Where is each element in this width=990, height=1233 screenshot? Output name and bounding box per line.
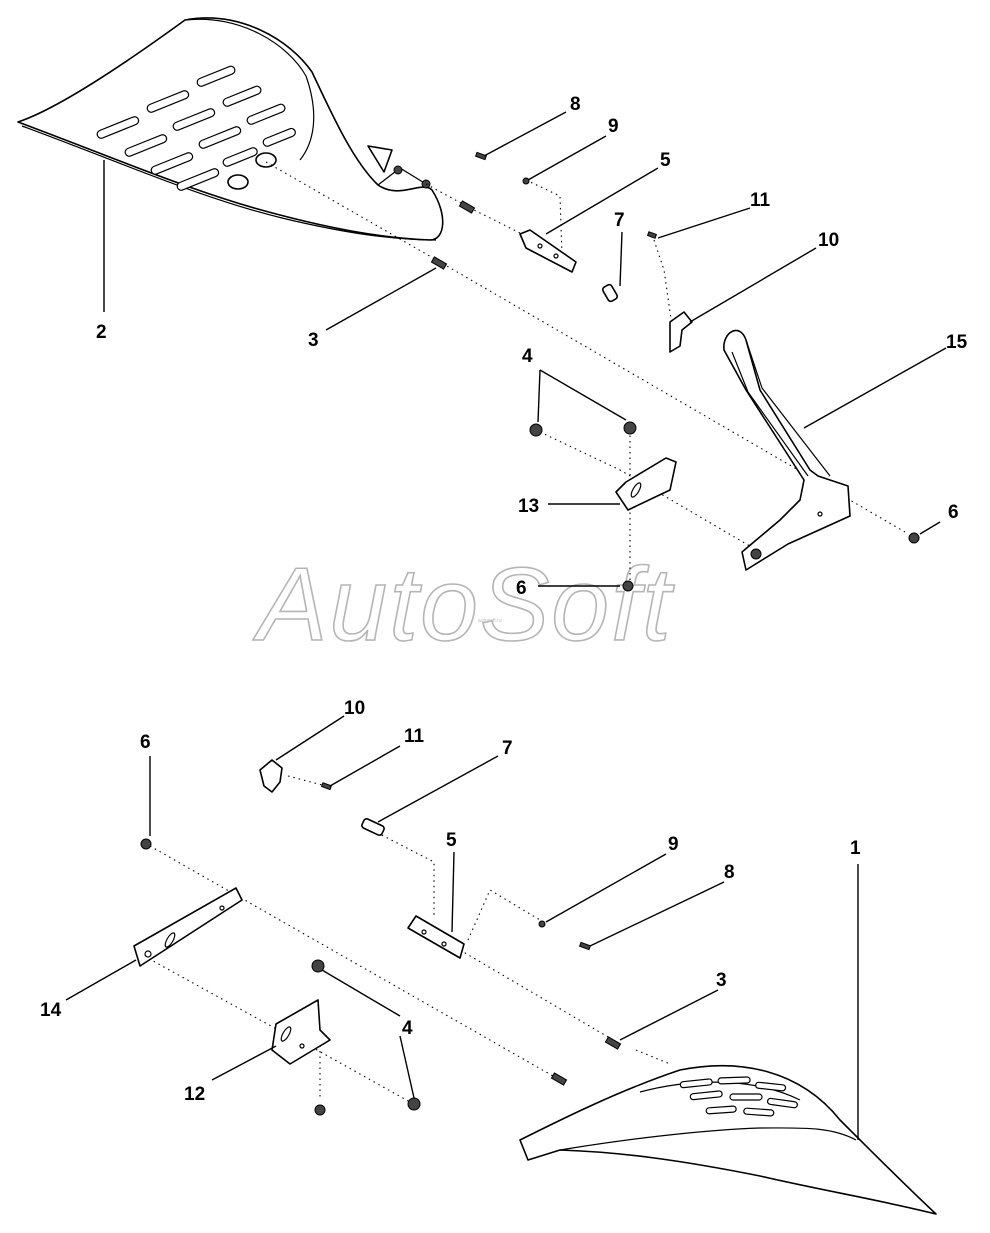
clip-part-10-upper	[669, 311, 693, 353]
nut-part-6-upper-a	[908, 532, 920, 544]
callout-8-lower: 8	[724, 862, 735, 883]
callout-7-upper: 7	[614, 210, 625, 231]
watermark-small-text: autosoft.ru	[478, 618, 502, 624]
nut-part-6-lower-b	[314, 1104, 326, 1116]
callout-6-lower: 6	[140, 732, 151, 753]
bracket-part-12	[271, 999, 331, 1065]
hw-part-3-lower-b	[550, 1072, 568, 1086]
hw-part-3-lower-a	[604, 1036, 622, 1050]
fender-2-vent-slots	[96, 65, 296, 191]
fitting-part-7-lower	[361, 818, 385, 836]
fender-part-2	[17, 17, 444, 241]
callout-4-lower: 4	[402, 1018, 413, 1039]
callout-8-upper: 8	[570, 94, 581, 115]
bar-part-14	[133, 887, 243, 967]
hw-part-7-upper	[601, 283, 619, 303]
callout-5-lower: 5	[446, 830, 457, 851]
nut-part-6-lower	[140, 838, 152, 850]
bracket-part-5-lower	[407, 915, 465, 959]
callout-1: 1	[850, 838, 861, 859]
bracket-part-5-upper	[519, 229, 577, 273]
callout-15: 15	[946, 332, 968, 353]
hw-part-3-upper-a	[458, 200, 476, 214]
callout-6-upper-b: 6	[516, 578, 527, 599]
callout-7-lower: 7	[502, 738, 513, 759]
clip-part-10-lower	[259, 759, 283, 793]
screw-part-11-lower	[320, 782, 333, 791]
watermark-text: AutoSoft	[252, 547, 675, 663]
hw-part-8-upper	[474, 151, 488, 161]
callout-3-upper: 3	[308, 330, 319, 351]
hw-part-3-upper-b	[430, 256, 448, 270]
callout-4-upper: 4	[522, 346, 533, 367]
callout-12: 12	[184, 1084, 205, 1105]
bolt-part-4-upper-b	[623, 421, 637, 435]
callout-11-upper: 11	[750, 190, 771, 211]
callout-10-upper: 10	[818, 230, 839, 251]
fender-part-1	[519, 1064, 937, 1215]
callout-9-upper: 9	[608, 116, 619, 137]
nut-part-6-upper-b	[622, 580, 634, 592]
hw-part-9-lower	[538, 920, 546, 928]
hw-part-8-lower	[578, 941, 592, 951]
bracket-part-13	[615, 457, 677, 511]
callout-11-lower: 11	[404, 726, 425, 747]
callout-9-lower: 9	[668, 834, 679, 855]
callout-13: 13	[518, 496, 539, 517]
bolt-part-4-upper-a	[529, 423, 543, 437]
callout-2: 2	[96, 322, 107, 343]
callout-6-upper-a: 6	[948, 502, 959, 523]
hw-part-11-upper	[646, 231, 658, 239]
callout-14: 14	[40, 1000, 62, 1021]
callout-3-lower: 3	[716, 970, 727, 991]
bolt-part-4-lower-b	[407, 1097, 421, 1111]
lever-part-15	[723, 329, 851, 571]
callout-5-upper: 5	[660, 150, 671, 171]
bolt-part-4-lower-a	[311, 959, 325, 973]
hw-part-9-upper	[522, 177, 530, 185]
fender-1-vent-slots	[679, 1076, 798, 1117]
callout-10-lower: 10	[344, 698, 365, 719]
